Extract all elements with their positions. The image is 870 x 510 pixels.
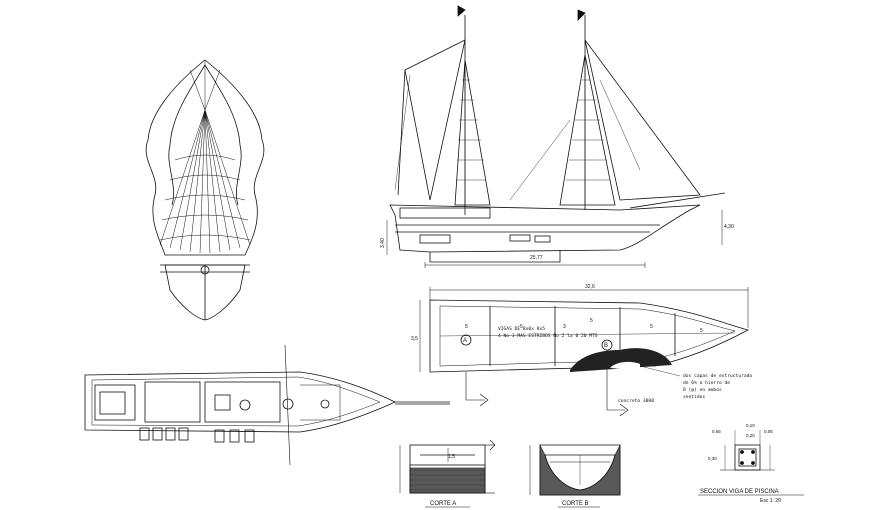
hull-hatched-area	[570, 348, 672, 372]
pool-beam-section-drawing	[720, 430, 775, 471]
beam-dimension-side-2: 0,05	[764, 429, 773, 434]
section-a-level-label: 1,5	[448, 454, 455, 460]
hull-plan-rebar-note-2: de 6% o hierro de	[683, 380, 730, 386]
beam-dimension-top-2: 0,20	[746, 433, 755, 438]
beam-dimension-left: 0,30	[708, 456, 717, 461]
hull-plan-rebar-note-4: sentidos	[683, 394, 705, 400]
section-a-drawing	[399, 439, 496, 494]
beam-dimension-top-1: 0,10	[746, 423, 755, 428]
section-b-caption: CORTE B	[562, 501, 589, 507]
side-view-height-left-dimension: 3,40	[380, 238, 386, 248]
hull-pool-plan	[419, 287, 750, 417]
beam-section-caption: SECCION VIGA DE PISCINA	[700, 489, 779, 495]
hull-plan-segment-label: 5	[465, 324, 468, 330]
beam-section-scale: Esc 1: 20	[760, 498, 781, 504]
hull-plan-rebar-note-1: dos capas de estructurado	[683, 373, 752, 379]
hull-plan-left-dimension: 3,5	[411, 336, 418, 342]
hull-plan-segment-label: 5	[520, 324, 523, 330]
ship-deck-plan	[84, 344, 450, 466]
hull-plan-top-dimension: 32,6	[585, 284, 595, 290]
side-view-length-dimension: 25,77	[530, 255, 543, 261]
section-b-drawing	[529, 444, 621, 496]
hull-plan-rebar-note-3: 8 (@) en ambos	[683, 387, 722, 393]
beam-dimension-side-1: 0,65	[712, 429, 721, 434]
sail-plan-top-view	[145, 59, 265, 321]
hull-plan-segment-label: 5	[590, 318, 593, 324]
section-a-caption: CORTE A	[430, 501, 456, 507]
hull-plan-marker-b: B	[604, 343, 608, 349]
hull-plan-segment-label: 5	[700, 328, 703, 334]
hull-plan-marker-a: A	[463, 338, 467, 344]
hull-plan-segment-label: 5	[650, 324, 653, 330]
side-view-height-right-dimension: 4,30	[724, 224, 734, 230]
ship-side-elevation	[386, 5, 726, 268]
hull-plan-concrete-note: concreto 3000	[618, 398, 654, 404]
hull-plan-beam-note-2: 4 No 3 MAS ESTRIBOS No 2 la 0 20 MTS	[498, 333, 598, 339]
hull-plan-segment-label: 3	[563, 324, 566, 330]
hull-plan-beam-note-1: VIGAS DE 8x0x 8x5	[498, 326, 545, 332]
